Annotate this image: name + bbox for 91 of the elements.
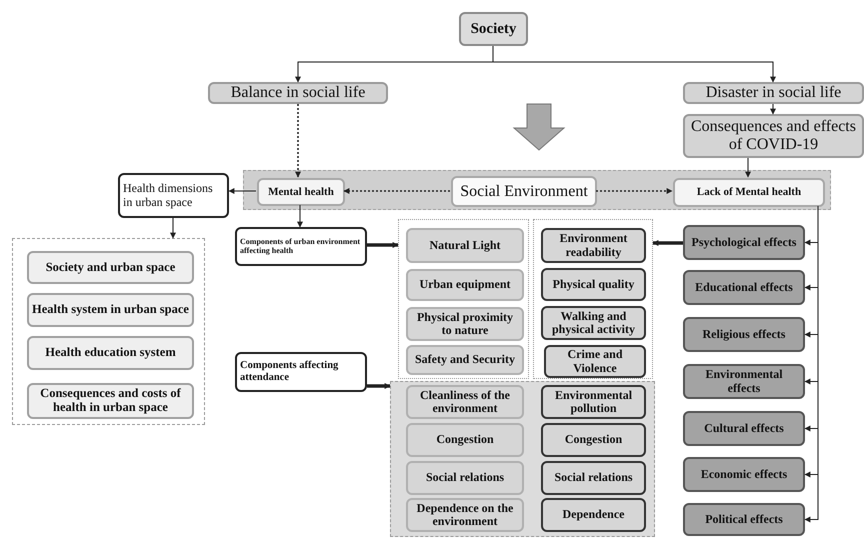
item-box	[541, 461, 646, 495]
concept-box	[257, 178, 345, 206]
concept-box	[118, 173, 229, 218]
category-box	[683, 114, 864, 158]
item-box	[406, 461, 524, 495]
box-label: Cleanliness of the environment	[419, 388, 511, 416]
box-label: Educational effects	[695, 280, 793, 294]
box-label: Political effects	[705, 512, 783, 526]
effect-box	[683, 411, 805, 446]
box-label: Safety and Security	[415, 353, 515, 367]
arrow	[492, 46, 776, 83]
group-column	[398, 219, 529, 379]
title-box	[459, 12, 528, 46]
box-label: Health system in urban space	[32, 303, 189, 317]
arrow	[297, 204, 303, 228]
category-box	[683, 82, 864, 104]
box-label: Psychological effects	[692, 236, 796, 250]
box-label: Walking and physical activity	[551, 310, 636, 336]
concept-box	[235, 227, 367, 266]
item-box	[406, 345, 524, 375]
box-label: Congestion	[436, 433, 494, 447]
category-box	[208, 82, 388, 104]
item-box	[541, 306, 646, 340]
box-label: Society	[470, 20, 516, 38]
effect-box	[683, 503, 805, 536]
item-box	[27, 251, 194, 284]
item-box	[27, 383, 194, 419]
box-label: Physical quality	[552, 278, 634, 292]
arrow	[770, 104, 776, 115]
box-label: Components of urban environment affecting health	[240, 238, 362, 256]
arrow	[295, 104, 301, 178]
effect-box	[683, 225, 805, 260]
item-box	[406, 385, 524, 419]
box-label: Cultural effects	[704, 422, 784, 436]
box-label: Urban equipment	[419, 278, 510, 292]
box-label: Environmental pollution	[554, 388, 634, 416]
box-label: Health education system	[45, 346, 176, 360]
item-box	[406, 269, 524, 301]
effect-box	[683, 364, 805, 399]
item-box	[541, 268, 646, 301]
arrow	[170, 218, 176, 239]
group-column	[533, 219, 653, 379]
box-label: Natural Light	[429, 238, 500, 252]
box-label: Components affecting attendance	[240, 360, 340, 384]
box-label: Environment readability	[558, 232, 628, 259]
box-label: Crime and Violence	[566, 348, 624, 375]
concept-box	[235, 352, 367, 392]
box-label: Social Environment	[460, 182, 588, 200]
item-box	[541, 498, 646, 532]
arrow	[652, 240, 683, 246]
item-box	[541, 385, 646, 419]
box-label: Dependence on the environment	[416, 502, 514, 528]
box-label: Consequences and costs of health in urban space	[39, 387, 182, 415]
item-box	[541, 423, 646, 457]
arrow	[367, 242, 399, 248]
item-box	[406, 307, 524, 341]
box-label: Religious effects	[702, 328, 786, 342]
box-label: Society and urban space	[46, 260, 176, 274]
group-panel	[12, 238, 205, 425]
arrow	[228, 188, 256, 194]
box-label: Mental health	[268, 186, 334, 198]
effect-box	[683, 457, 805, 492]
box-label: Dependence	[562, 508, 624, 522]
box-label: Economic effects	[700, 468, 788, 482]
group-panel	[390, 381, 655, 537]
arrow	[745, 158, 751, 178]
box-label: Physical proximity to nature	[416, 310, 514, 338]
box-label: Health dimensions in urban space	[123, 182, 214, 209]
item-box	[544, 345, 646, 378]
box-label: Disaster in social life	[706, 84, 842, 102]
box-label: Environmental effects	[704, 368, 784, 395]
arrow	[596, 188, 673, 194]
box-label: Lack of Mental health	[696, 186, 802, 199]
item-box	[406, 498, 524, 532]
item-box	[406, 423, 524, 457]
effect-box	[683, 317, 805, 352]
box-label: Social relations	[426, 471, 504, 485]
concept-box	[451, 176, 597, 207]
concept-box	[673, 178, 825, 207]
box-label: Congestion	[564, 433, 622, 447]
group-band	[243, 170, 831, 210]
item-box	[406, 228, 524, 263]
item-box	[27, 293, 194, 327]
item-box	[541, 228, 646, 263]
box-label: Social relations	[554, 471, 633, 485]
arrow	[367, 383, 391, 389]
effect-box	[683, 270, 805, 305]
box-label: Balance in social life	[230, 84, 366, 102]
box-label: Consequences and effects of COVID-19	[690, 118, 857, 154]
arrow	[343, 188, 450, 194]
item-box	[27, 336, 194, 370]
